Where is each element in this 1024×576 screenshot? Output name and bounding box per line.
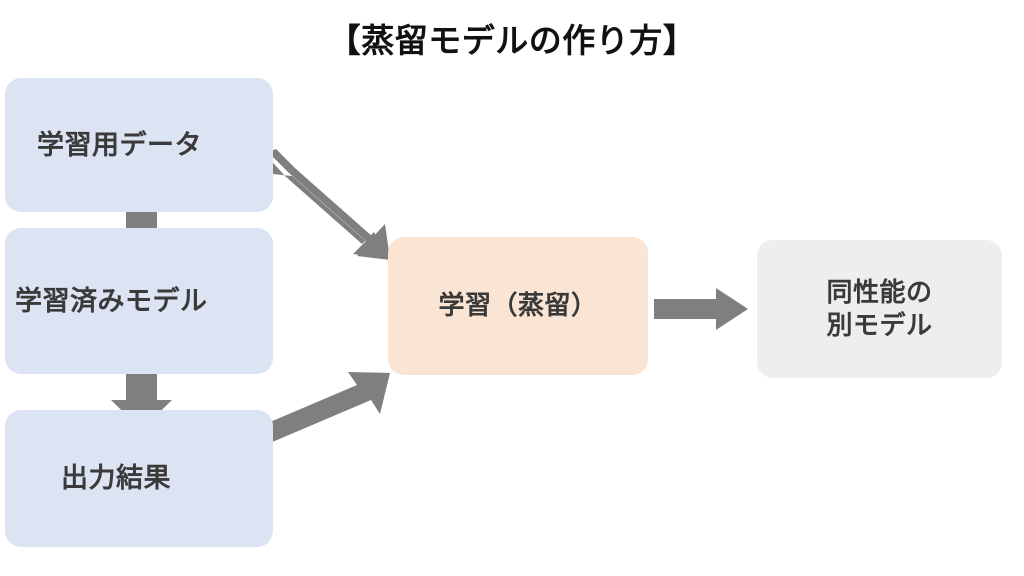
arrow-output-results-to-distillation (256, 372, 390, 450)
node-trained-model[interactable]: 学習済みモデル (5, 228, 273, 374)
page-title: 【蒸留モデルの作り方】 (327, 22, 697, 59)
node-output-results[interactable]: 出力結果 (5, 410, 273, 547)
node-training-data[interactable]: 学習用データ (5, 78, 273, 212)
arrow-training-data-to-distillation (266, 149, 391, 260)
node-distillation[interactable]: 学習（蒸留） (388, 237, 648, 375)
node-result-model[interactable]: 同性能の 別モデル (757, 240, 1002, 378)
node-trained-model-label: 学習済みモデル (15, 285, 208, 316)
node-training-data-label: 学習用データ (37, 129, 202, 160)
node-result-model-label: 同性能の 別モデル (826, 276, 933, 340)
arrow-distillation-to-result-model (654, 288, 748, 330)
node-distillation-label: 学習（蒸留） (438, 290, 598, 321)
node-output-results-label: 出力結果 (61, 463, 171, 494)
